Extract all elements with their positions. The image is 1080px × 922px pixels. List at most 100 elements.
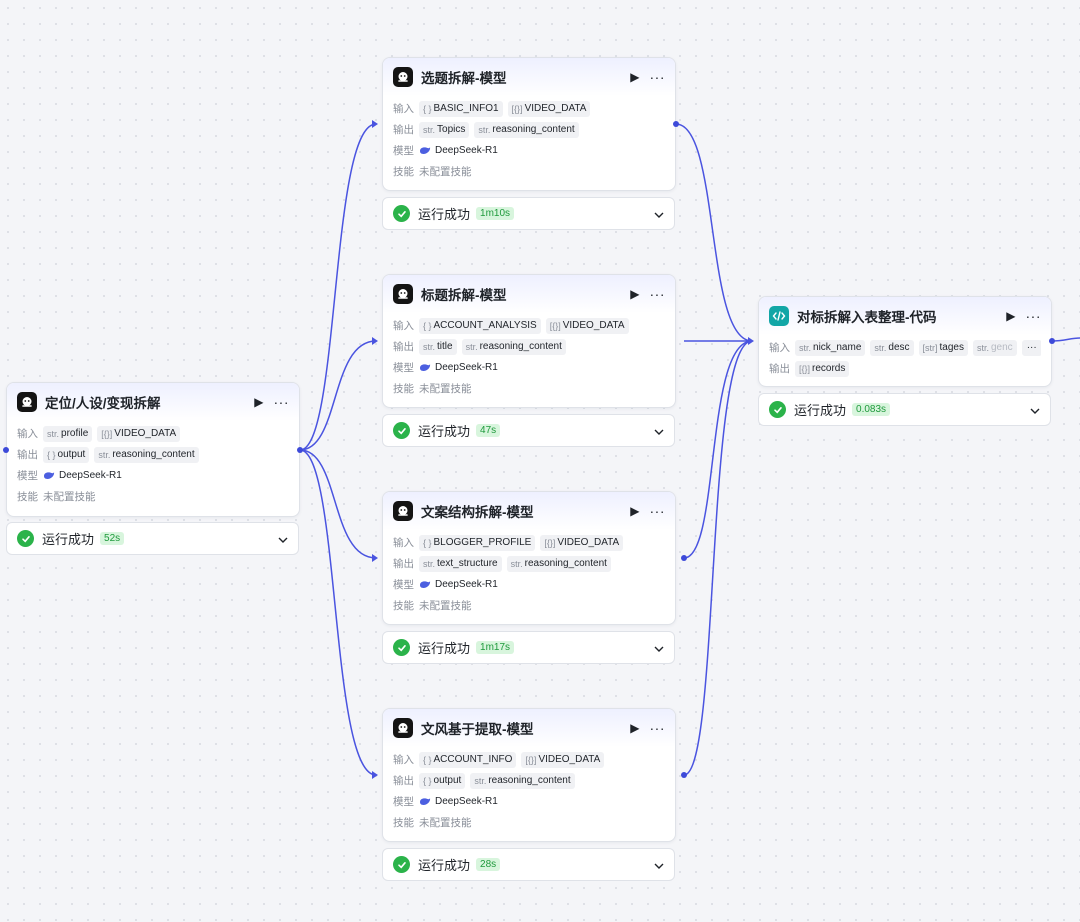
output-tag: str.text_structure bbox=[419, 555, 502, 572]
node-output-row: 输出 str.Topics str.reasoning_content bbox=[393, 119, 665, 140]
more-inputs-tag[interactable]: ··· bbox=[1021, 339, 1041, 356]
input-tag: [{}]VIDEO_DATA bbox=[540, 534, 624, 551]
status-bar-style[interactable]: 运行成功 28s bbox=[382, 848, 675, 881]
node-style-extraction[interactable]: 文风基于提取-模型 ▶ ··· 输入 { }ACCOUNT_INFO [{}]V… bbox=[382, 708, 676, 842]
node-output-row: 输出 str.title str.reasoning_content bbox=[393, 336, 665, 357]
duration-badge: 28s bbox=[476, 858, 501, 871]
status-bar-topic[interactable]: 运行成功 1m10s bbox=[382, 197, 675, 230]
input-tag: { }ACCOUNT_ANALYSIS bbox=[419, 317, 541, 334]
node-input-row: 输入 { }BASIC_INFO1 [{}]VIDEO_DATA bbox=[393, 98, 665, 119]
edge-structure-to-code bbox=[683, 340, 753, 559]
input-tag: str.desc bbox=[870, 339, 914, 356]
play-icon[interactable]: ▶ bbox=[630, 504, 640, 518]
check-circle-icon bbox=[393, 639, 410, 656]
input-tag: [str]tages bbox=[918, 339, 968, 356]
check-circle-icon bbox=[393, 856, 410, 873]
output-tag: { }output bbox=[419, 772, 466, 789]
llm-node-icon bbox=[17, 392, 37, 412]
node-input-row: 输入 { }ACCOUNT_INFO [{}]VIDEO_DATA bbox=[393, 749, 665, 770]
node-position-analysis[interactable]: 定位/人设/变现拆解 ▶ ··· 输入 str.profile [{}]VIDE… bbox=[6, 382, 300, 517]
node-model-row: 模型 DeepSeek-R1 bbox=[393, 796, 498, 808]
node-header: 文案结构拆解-模型 ▶ ··· bbox=[383, 492, 675, 530]
whale-icon bbox=[420, 798, 431, 805]
duration-badge: 52s bbox=[100, 532, 125, 545]
chevron-down-icon[interactable] bbox=[1030, 401, 1040, 419]
input-tag: [{}]VIDEO_DATA bbox=[521, 751, 605, 768]
chevron-down-icon[interactable] bbox=[654, 639, 664, 657]
node-input-row: 输入 str.nick_name str.desc [str]tages str… bbox=[769, 337, 1041, 358]
input-tag: [{}]VIDEO_DATA bbox=[507, 100, 591, 117]
more-icon[interactable]: ··· bbox=[649, 286, 665, 302]
play-icon[interactable]: ▶ bbox=[1006, 309, 1016, 323]
chevron-down-icon[interactable] bbox=[654, 856, 664, 874]
arrow-code bbox=[748, 337, 754, 345]
node-skill-row: 技能 未配置技能 bbox=[393, 166, 472, 178]
input-tag: { }ACCOUNT_INFO bbox=[419, 751, 517, 768]
output-tag: [{}]records bbox=[795, 360, 850, 377]
whale-icon bbox=[420, 364, 431, 371]
play-icon[interactable]: ▶ bbox=[630, 287, 640, 301]
port-topic-out[interactable] bbox=[673, 121, 679, 127]
edge-code-out bbox=[1051, 337, 1080, 342]
chevron-down-icon[interactable] bbox=[278, 530, 288, 548]
input-tag: str.genc bbox=[972, 339, 1017, 356]
node-code-organize[interactable]: 对标拆解入表整理-代码 ▶ ··· 输入 str.nick_name str.d… bbox=[758, 296, 1052, 387]
node-title: 标题拆解-模型 bbox=[421, 288, 507, 303]
node-output-row: 输出 [{}]records bbox=[769, 358, 1041, 379]
duration-badge: 0.083s bbox=[852, 403, 891, 416]
arrow-topic bbox=[372, 120, 378, 128]
node-skill-row: 技能 未配置技能 bbox=[393, 600, 472, 612]
duration-badge: 47s bbox=[476, 424, 501, 437]
arrow-title bbox=[372, 337, 378, 345]
play-icon[interactable]: ▶ bbox=[630, 721, 640, 735]
node-model-row: 模型 DeepSeek-R1 bbox=[393, 362, 498, 374]
output-tag: { }output bbox=[43, 446, 90, 463]
output-tag: str.reasoning_content bbox=[474, 121, 579, 138]
llm-node-icon bbox=[393, 718, 413, 738]
play-icon[interactable]: ▶ bbox=[630, 70, 640, 84]
check-circle-icon bbox=[393, 422, 410, 439]
node-title: 选题拆解-模型 bbox=[421, 71, 507, 86]
more-icon[interactable]: ··· bbox=[649, 69, 665, 85]
whale-icon bbox=[420, 147, 431, 154]
input-tag: str.nick_name bbox=[795, 339, 866, 356]
node-title: 文案结构拆解-模型 bbox=[421, 505, 534, 520]
port-structure-out[interactable] bbox=[681, 555, 687, 561]
port-position-out[interactable] bbox=[297, 447, 303, 453]
port-position-in[interactable] bbox=[3, 447, 9, 453]
input-tag: { }BLOGGER_PROFILE bbox=[419, 534, 536, 551]
status-bar-position[interactable]: 运行成功 52s bbox=[6, 522, 299, 555]
node-title: 对标拆解入表整理-代码 bbox=[797, 310, 937, 325]
more-icon[interactable]: ··· bbox=[1025, 308, 1041, 324]
more-icon[interactable]: ··· bbox=[649, 720, 665, 736]
more-icon[interactable]: ··· bbox=[649, 503, 665, 519]
code-icon bbox=[769, 306, 789, 326]
arrow-style bbox=[372, 771, 378, 779]
input-tag: str.profile bbox=[43, 425, 93, 442]
node-header: 标题拆解-模型 ▶ ··· bbox=[383, 275, 675, 313]
input-tag: [{}]VIDEO_DATA bbox=[97, 425, 181, 442]
port-style-out[interactable] bbox=[681, 772, 687, 778]
whale-icon bbox=[420, 581, 431, 588]
status-bar-structure[interactable]: 运行成功 1m17s bbox=[382, 631, 675, 664]
node-header: 选题拆解-模型 ▶ ··· bbox=[383, 58, 675, 96]
node-output-row: 输出 str.text_structure str.reasoning_cont… bbox=[393, 553, 665, 574]
output-tag: str.reasoning_content bbox=[94, 446, 199, 463]
edge-topic-to-code bbox=[675, 123, 753, 342]
node-header: 定位/人设/变现拆解 ▶ ··· bbox=[7, 383, 299, 421]
port-code-out[interactable] bbox=[1049, 338, 1055, 344]
status-bar-code[interactable]: 运行成功 0.083s bbox=[758, 393, 1051, 426]
node-header: 对标拆解入表整理-代码 ▶ ··· bbox=[759, 297, 1051, 335]
node-title-analysis[interactable]: 标题拆解-模型 ▶ ··· 输入 { }ACCOUNT_ANALYSIS [{}… bbox=[382, 274, 676, 408]
node-structure-analysis[interactable]: 文案结构拆解-模型 ▶ ··· 输入 { }BLOGGER_PROFILE [{… bbox=[382, 491, 676, 625]
node-topic-analysis[interactable]: 选题拆解-模型 ▶ ··· 输入 { }BASIC_INFO1 [{}]VIDE… bbox=[382, 57, 676, 191]
more-icon[interactable]: ··· bbox=[273, 394, 289, 410]
chevron-down-icon[interactable] bbox=[654, 205, 664, 223]
duration-badge: 1m10s bbox=[476, 207, 515, 220]
node-title: 文风基于提取-模型 bbox=[421, 722, 534, 737]
llm-node-icon bbox=[393, 284, 413, 304]
play-icon[interactable]: ▶ bbox=[254, 395, 264, 409]
status-bar-title[interactable]: 运行成功 47s bbox=[382, 414, 675, 447]
edge-position-to-title bbox=[299, 340, 377, 451]
chevron-down-icon[interactable] bbox=[654, 422, 664, 440]
